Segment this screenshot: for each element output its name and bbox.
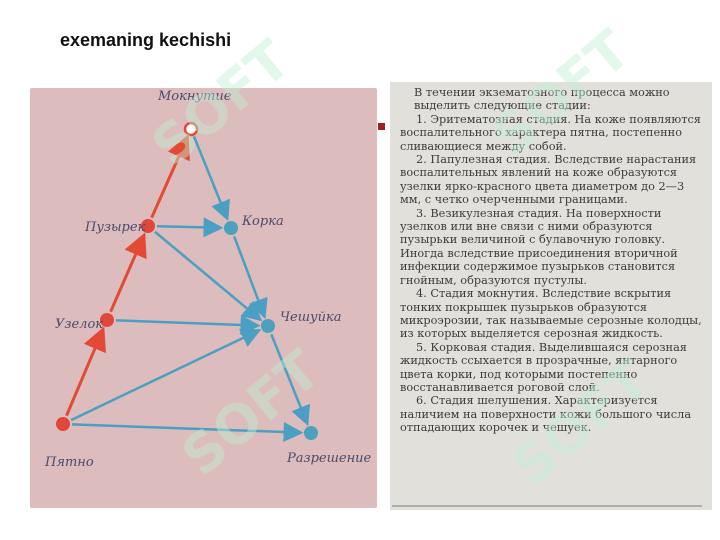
- stage-paragraph-5: 5. Корковая стадия. Выделившаяся серозна…: [400, 340, 687, 394]
- arrow-uzelok-to-cheshuyka: [115, 314, 261, 335]
- node-cheshuyka: [261, 319, 275, 333]
- stage-paragraph-2: 2. Папулезная стадия. Вследствие нараста…: [400, 153, 697, 207]
- node-label-korka: Корка: [241, 214, 284, 229]
- scan-line: [392, 505, 702, 507]
- arrow-moknutie-to-korka: [192, 135, 230, 222]
- slide-title: exemaning kechishi: [60, 30, 232, 50]
- stage-paragraph-3: 3. Везикулезная стадия. На поверхности у…: [400, 206, 678, 287]
- node-label-pyatno: Пятно: [44, 455, 94, 470]
- arrow-korka-to-cheshuyka: [233, 235, 268, 319]
- node-label-razreshenie: Разрешение: [286, 451, 372, 466]
- stage-paragraph-4: 4. Стадия мокнутия. Вследствие вскрытия …: [400, 287, 702, 341]
- arrow-pyatno-to-uzelok: [65, 326, 106, 417]
- arrow-puzyrek-to-moknutie: [150, 134, 190, 219]
- arrow-cheshuyka-to-razreshenie: [270, 333, 311, 427]
- stage-paragraph-6: 6. Стадия шелушения. Характеризуется нал…: [400, 394, 692, 435]
- node-label-cheshuyka: Чешуйка: [280, 310, 341, 325]
- node-pyatno: [56, 417, 70, 431]
- arrow-pyatno-to-cheshuyka: [70, 328, 262, 422]
- node-moknutie: [183, 121, 199, 137]
- stage-paragraph-1: 1. Эритематозная стадия. На коже появляю…: [400, 112, 701, 153]
- node-razreshenie: [304, 426, 318, 440]
- arrow-uzelok-to-puzyrek: [109, 232, 147, 313]
- node-label-moknutie: Мокнутие: [157, 89, 232, 104]
- node-puzyrek: [141, 219, 155, 233]
- intro-paragraph: В течении экзематозного процесса можно в…: [414, 86, 670, 113]
- arrow-puzyrek-to-cheshuyka: [154, 230, 263, 322]
- stages-text-panel: В течении экзематозного процесса можно в…: [390, 82, 712, 510]
- node-label-uzelok: Узелок: [55, 317, 103, 332]
- bullet-marker: [378, 123, 385, 130]
- node-label-puzyrek: Пузырек: [84, 220, 146, 235]
- arrow-puzyrek-to-korka: [156, 217, 224, 238]
- arrow-pyatno-to-razreshenie: [71, 422, 304, 442]
- node-uzelok: [100, 313, 114, 327]
- node-korka: [224, 221, 238, 235]
